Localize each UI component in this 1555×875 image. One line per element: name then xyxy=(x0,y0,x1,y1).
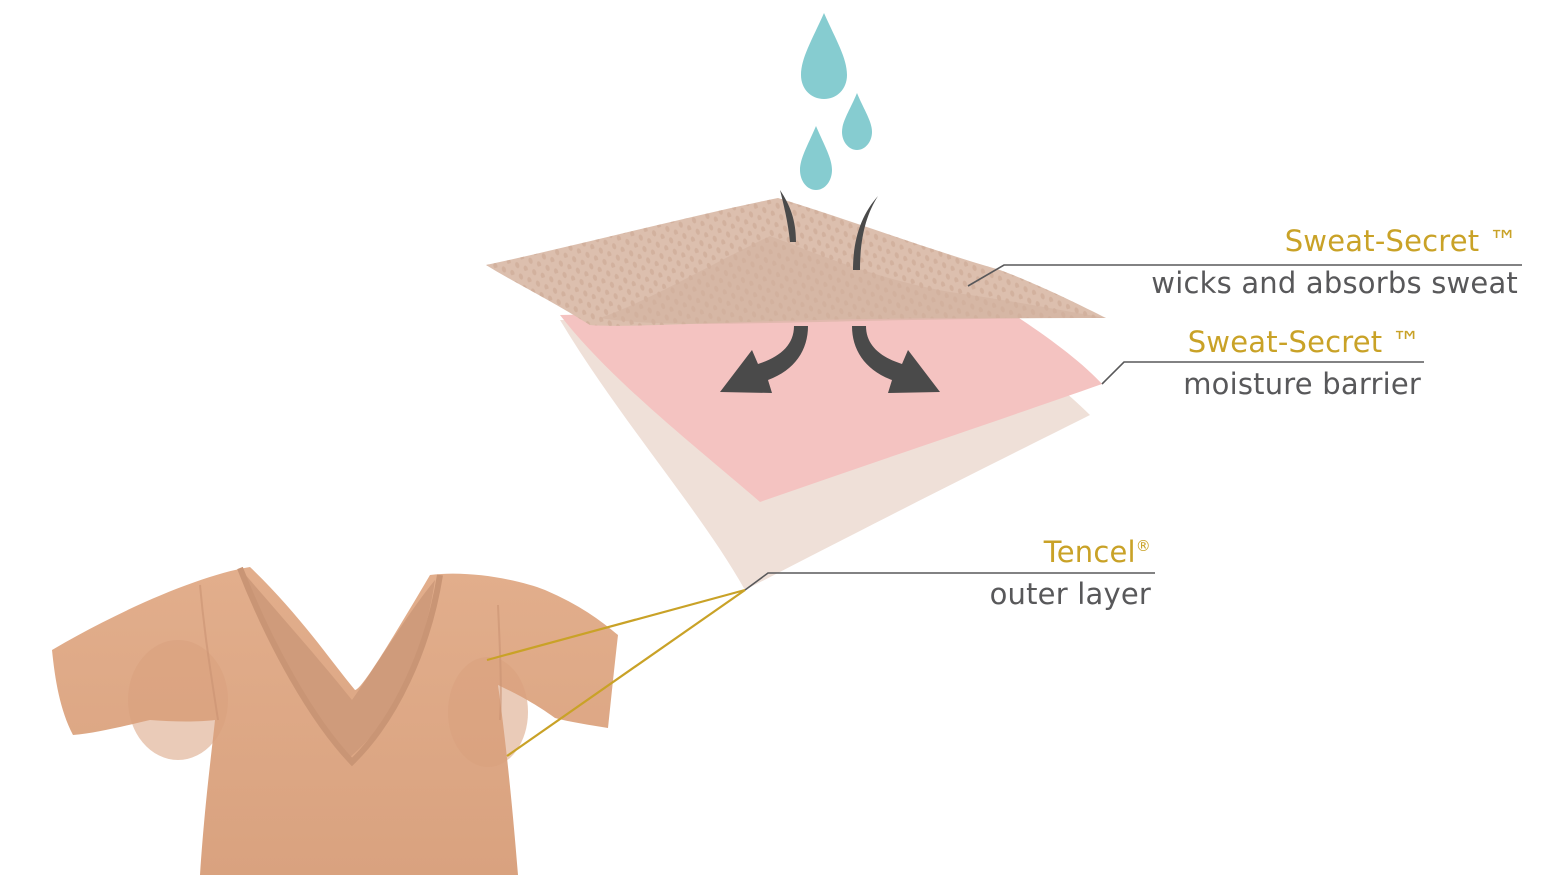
leader-line-outer xyxy=(744,572,1155,591)
wicking-arrow-icon xyxy=(852,326,940,393)
undershirt-photo xyxy=(52,566,618,875)
water-drop-icon xyxy=(800,126,832,190)
leader-lines xyxy=(744,264,1522,591)
water-drop-icon xyxy=(842,93,872,150)
wicking-arrows xyxy=(720,190,940,393)
water-drops xyxy=(800,13,872,190)
pointer-line-upper xyxy=(486,588,746,662)
leader-line-wicking xyxy=(967,264,1522,287)
wicking-arrow-icon xyxy=(780,190,796,242)
moisture-barrier-layer xyxy=(560,311,1102,502)
callout-outer-title: Tencel® xyxy=(1044,535,1151,569)
callout-barrier-title: Sweat-Secret ™ xyxy=(1187,325,1421,359)
callout-wicking-description: wicks and absorbs sweat xyxy=(1151,266,1518,300)
water-drop-icon xyxy=(801,13,847,99)
wicking-layer xyxy=(486,198,1106,326)
callout-outer-description: outer layer xyxy=(989,577,1151,611)
pointer-line-lower xyxy=(506,589,746,757)
registered-mark: ® xyxy=(1135,537,1151,555)
pointer-lines xyxy=(486,588,746,757)
callout-outer-title-text: Tencel xyxy=(1043,535,1136,569)
callout-barrier-description: moisture barrier xyxy=(1183,367,1421,401)
wicking-arrow-icon xyxy=(720,326,808,393)
callout-wicking-title: Sweat-Secret ™ xyxy=(1284,224,1518,258)
wicking-arrow-icon xyxy=(853,196,878,270)
leader-line-barrier xyxy=(1101,361,1424,385)
